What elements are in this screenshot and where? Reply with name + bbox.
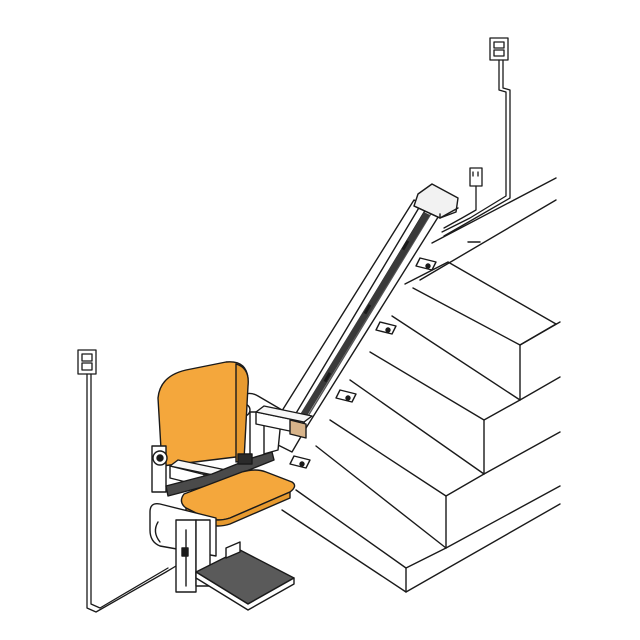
wire-outlet [443, 185, 477, 229]
bracket-bolt-4 [299, 461, 305, 467]
call-station-bottom-button-1 [81, 353, 93, 362]
wire-top [441, 59, 507, 233]
housing-detail [154, 521, 161, 543]
stair-step-4 [295, 445, 447, 569]
rail-mark-2 [363, 304, 372, 315]
power-outlet-icon [469, 167, 483, 187]
wire-top-2 [443, 59, 511, 237]
wiring [77, 37, 511, 613]
rail-inner-line-3 [301, 211, 433, 427]
call-station-top-button-1 [493, 41, 505, 49]
bracket-2 [375, 321, 397, 335]
rail-mark-1 [401, 240, 410, 251]
stair-step-2 [369, 315, 521, 421]
rail-cap-side [439, 207, 459, 219]
stair-step-1 [404, 261, 557, 346]
wire-bottom [86, 373, 177, 613]
chair-hub-inner [156, 454, 164, 462]
bracket-3 [335, 389, 357, 403]
rail-brackets [289, 257, 437, 469]
rail-marks [323, 240, 410, 383]
footrest-edge [195, 571, 295, 611]
bracket-4 [289, 455, 311, 469]
stair-landing [431, 177, 557, 244]
bracket-bolt-2 [385, 327, 391, 333]
stair-back-edge-2 [519, 376, 561, 401]
call-station-top-button-2 [493, 49, 505, 57]
bracket-bolt-1 [425, 263, 431, 269]
pedestal-switch [181, 547, 189, 557]
bracket-1 [415, 257, 437, 271]
stair-back-edge-1 [519, 321, 561, 346]
call-station-bottom-button-2 [81, 362, 93, 371]
rail-mark-3 [323, 372, 332, 383]
seat-belt-buckle [237, 453, 253, 465]
wire-bottom-2 [90, 373, 169, 609]
armrest-right-top [255, 405, 313, 423]
stair-nose-1 [419, 199, 557, 281]
chair [149, 361, 313, 611]
stair-step-5 [281, 503, 561, 593]
stair-back-edge-4 [445, 485, 561, 549]
call-station-top-icon [489, 37, 509, 61]
rail-inner-line-1 [291, 205, 421, 421]
stair-step-3 [329, 379, 485, 497]
stair-back-edge-3 [483, 431, 561, 475]
backrest-side [235, 363, 249, 463]
footrest-hinge [225, 541, 241, 559]
rail-dark-stripe [296, 212, 430, 424]
rail [267, 183, 459, 469]
armrest-right-tip [289, 419, 307, 439]
chair-backrest [157, 361, 249, 467]
staircase [281, 177, 561, 593]
bracket-bolt-3 [345, 395, 351, 401]
